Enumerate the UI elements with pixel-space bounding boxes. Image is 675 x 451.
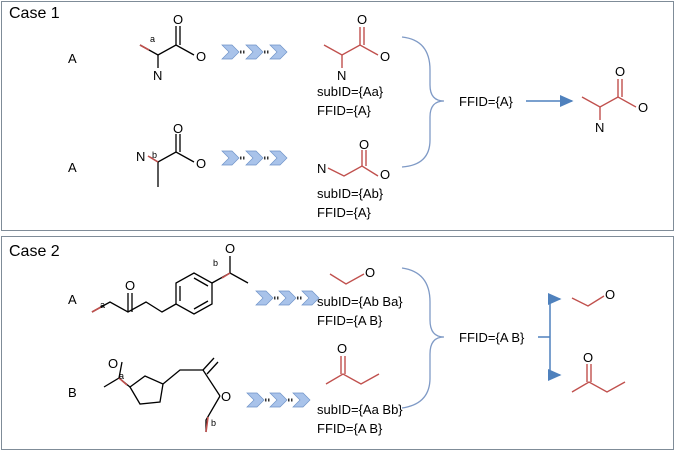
case2-rowB-bond-label-b: b [211,418,217,428]
case2-title: Case 2 [9,243,60,260]
case1-row1-frag-atom-o-top: O [357,12,368,27]
case2-rowA-frag-atom-o: O [365,265,376,280]
case2-rowA-atom-o-left: O [125,278,136,293]
case2-rowA-chevrons [255,290,320,306]
case1-row1-atom-o-right: O [196,49,207,64]
case2-rowB-atom-o-right: O [221,389,232,404]
case1-result-atom-n: N [595,120,605,135]
case2-rowB-chevrons [246,392,311,408]
case1-row1-frag-atom-o-right: O [380,49,391,64]
case1-row1-ffid: FFID={A} [317,103,371,118]
case1-row2-frag-atom-n: N [317,161,327,176]
case1-result-atom-o-top: O [615,64,626,79]
case1-title: Case 1 [9,5,60,22]
case2-rowA-fragment [329,273,365,285]
case1-row1-atom-o-top: O [173,12,184,27]
case1-panel [1,1,674,231]
case2-merged-ffid: FFID={A B} [459,330,525,345]
case1-row2-bond-label: b [152,150,158,160]
case1-result-atom-o-right: O [638,100,649,115]
case2-rowA-bond-label-b: b [213,258,219,268]
case1-row1-fragment [323,27,379,68]
case1-row1-molecule [139,26,195,68]
case1-row2-chevrons [221,150,288,166]
case1-row2-atom-o-right: O [196,156,207,171]
case1-row1-bond-label: a [150,34,156,44]
case2-panel [1,236,674,450]
case2-split-arrows [538,293,562,381]
case2-rowA-molecule [91,256,249,315]
case1-merged-ffid: FFID={A} [459,94,513,109]
case2-result2-atom-o: O [583,350,594,365]
case1-row1-frag-atom-n: N [337,68,347,83]
case1-row2-fragment [327,150,379,177]
case2-rowA-label: A [68,292,77,307]
case2-rowB-bond-label-a: a [119,371,125,381]
case1-row2-atom-o-top: O [173,121,184,136]
case1-row1-label: A [68,51,77,66]
case2-result-fragment-2 [571,364,626,393]
case1-row2-atom-n: N [136,149,146,164]
case2-rowB-fragment [325,356,380,385]
case2-result1-atom-o: O [605,287,616,302]
case2-rowB-molecule [103,357,221,432]
case2-rowB-ffid: FFID={A B} [317,421,383,436]
case1-brace [401,36,445,168]
case1-row1-subid: subID={Aa} [317,84,384,99]
case2-rowA-ffid: FFID={A B} [317,313,383,328]
case1-row1-chevrons [221,44,288,60]
case1-row2-subid: subID={Ab} [317,186,384,201]
case1-row2-frag-atom-o-top: O [359,137,370,152]
case2-rowA-subid: subID={Ab Ba} [317,294,403,309]
case1-row1-atom-n: N [153,68,163,83]
case2-rowB-atom-o-left: O [108,356,119,371]
case2-rowB-subid: subID={Aa Bb} [317,402,403,417]
case2-rowA-bond-label-a: a [100,300,106,310]
case2-brace [401,267,445,409]
case2-rowB-frag-atom-o: O [337,341,348,356]
case2-rowB-label: B [68,385,77,400]
case1-row2-ffid: FFID={A} [317,205,371,220]
case2-rowA-atom-o-top: O [225,241,236,256]
case1-row2-frag-atom-o-right: O [380,167,391,182]
case1-result-molecule [581,79,637,120]
case1-row2-label: A [68,160,77,175]
case2-result-fragment-1 [571,295,605,307]
